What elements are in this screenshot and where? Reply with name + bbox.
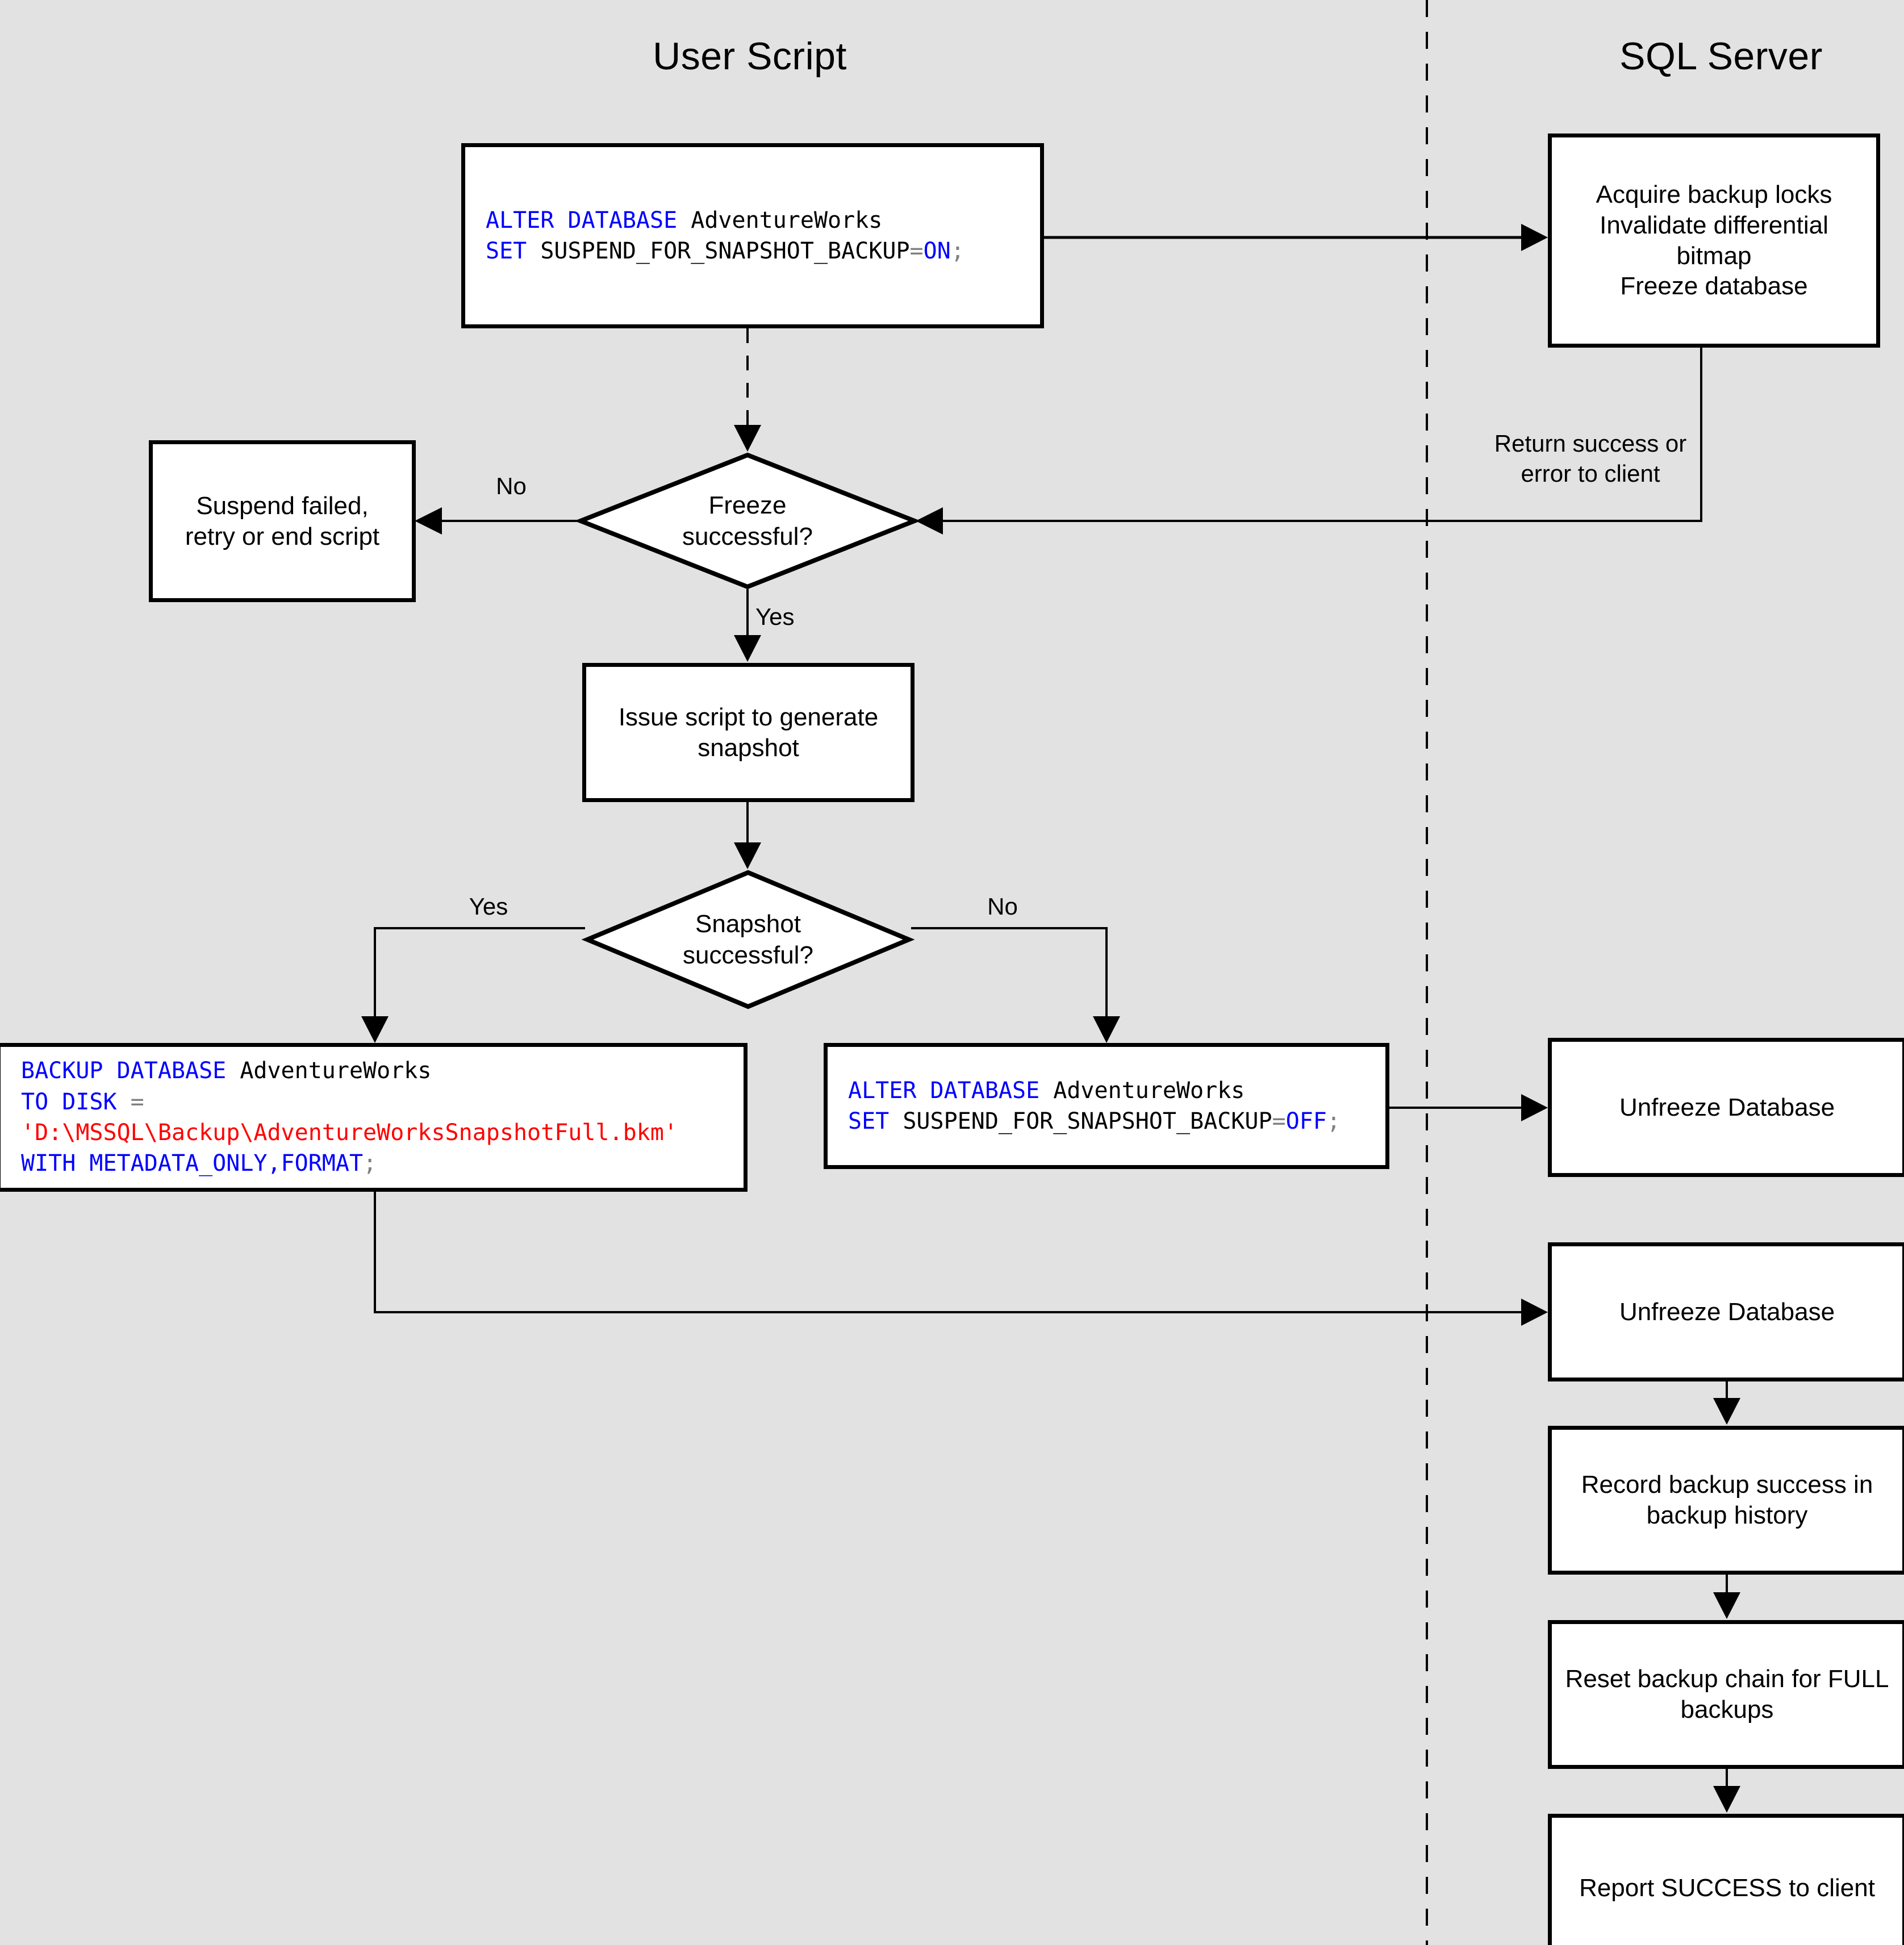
node-reset-backup-chain[interactable]: Reset backup chain for FULL backups xyxy=(1548,1620,1904,1769)
node-unfreeze-database-2[interactable]: Unfreeze Database xyxy=(1548,1242,1904,1381)
edge-backup-to-unfreeze2 xyxy=(374,1191,1527,1313)
suspend-failed-label: Suspend failed, retry or end script xyxy=(185,491,380,550)
snapshot-decision-label: Snapshot successful? xyxy=(683,910,813,969)
node-freeze-successful-decision[interactable]: Freeze successful? xyxy=(574,452,921,590)
edge-label-snapshot-no: No xyxy=(987,893,1018,920)
unfreeze-database-1-label: Unfreeze Database xyxy=(1619,1093,1835,1121)
edge-snapshot-no xyxy=(911,927,1108,1021)
alter-on-code: ALTER DATABASE AdventureWorks SET SUSPEN… xyxy=(486,207,964,264)
freeze-decision-label: Freeze successful? xyxy=(682,491,813,550)
acquire-backup-locks-label: Acquire backup locks Invalidate differen… xyxy=(1596,181,1832,300)
issue-script-label: Issue script to generate snapshot xyxy=(618,703,879,762)
alter-off-code: ALTER DATABASE AdventureWorks SET SUSPEN… xyxy=(848,1077,1341,1134)
freeze-diamond-shape xyxy=(574,452,921,590)
lane-title-user-script: User Script xyxy=(653,35,847,78)
edge-label-return-to-client: Return success or error to client xyxy=(1494,430,1687,487)
node-snapshot-successful-decision[interactable]: Snapshot successful? xyxy=(581,870,915,1009)
backup-database-code: BACKUP DATABASE AdventureWorks TO DISK =… xyxy=(21,1058,678,1177)
edge-acquire-to-freeze-return xyxy=(940,348,1702,522)
edge-label-freeze-no: No xyxy=(496,473,527,499)
node-suspend-failed[interactable]: Suspend failed, retry or end script xyxy=(149,440,416,602)
edge-label-freeze-yes: Yes xyxy=(755,603,795,630)
edge-snapshot-yes xyxy=(374,927,585,1021)
record-backup-success-label: Record backup success in backup history xyxy=(1581,1471,1873,1529)
node-record-backup-success[interactable]: Record backup success in backup history xyxy=(1548,1426,1904,1575)
node-acquire-backup-locks[interactable]: Acquire backup locks Invalidate differen… xyxy=(1548,133,1880,348)
node-backup-database[interactable]: BACKUP DATABASE AdventureWorks TO DISK =… xyxy=(0,1043,748,1192)
snapshot-diamond-shape xyxy=(581,870,915,1009)
reset-backup-chain-label: Reset backup chain for FULL backups xyxy=(1565,1665,1889,1723)
node-report-success[interactable]: Report SUCCESS to client xyxy=(1548,1814,1904,1945)
edge-label-snapshot-yes: Yes xyxy=(469,893,508,920)
node-alter-database-on[interactable]: ALTER DATABASE AdventureWorks SET SUSPEN… xyxy=(461,143,1044,328)
lane-title-sql-server: SQL Server xyxy=(1619,35,1823,78)
unfreeze-database-2-label: Unfreeze Database xyxy=(1619,1297,1835,1326)
node-issue-script[interactable]: Issue script to generate snapshot xyxy=(582,663,915,802)
report-success-label: Report SUCCESS to client xyxy=(1579,1874,1875,1902)
node-unfreeze-database-1[interactable]: Unfreeze Database xyxy=(1548,1038,1904,1177)
node-alter-database-off[interactable]: ALTER DATABASE AdventureWorks SET SUSPEN… xyxy=(824,1043,1389,1169)
